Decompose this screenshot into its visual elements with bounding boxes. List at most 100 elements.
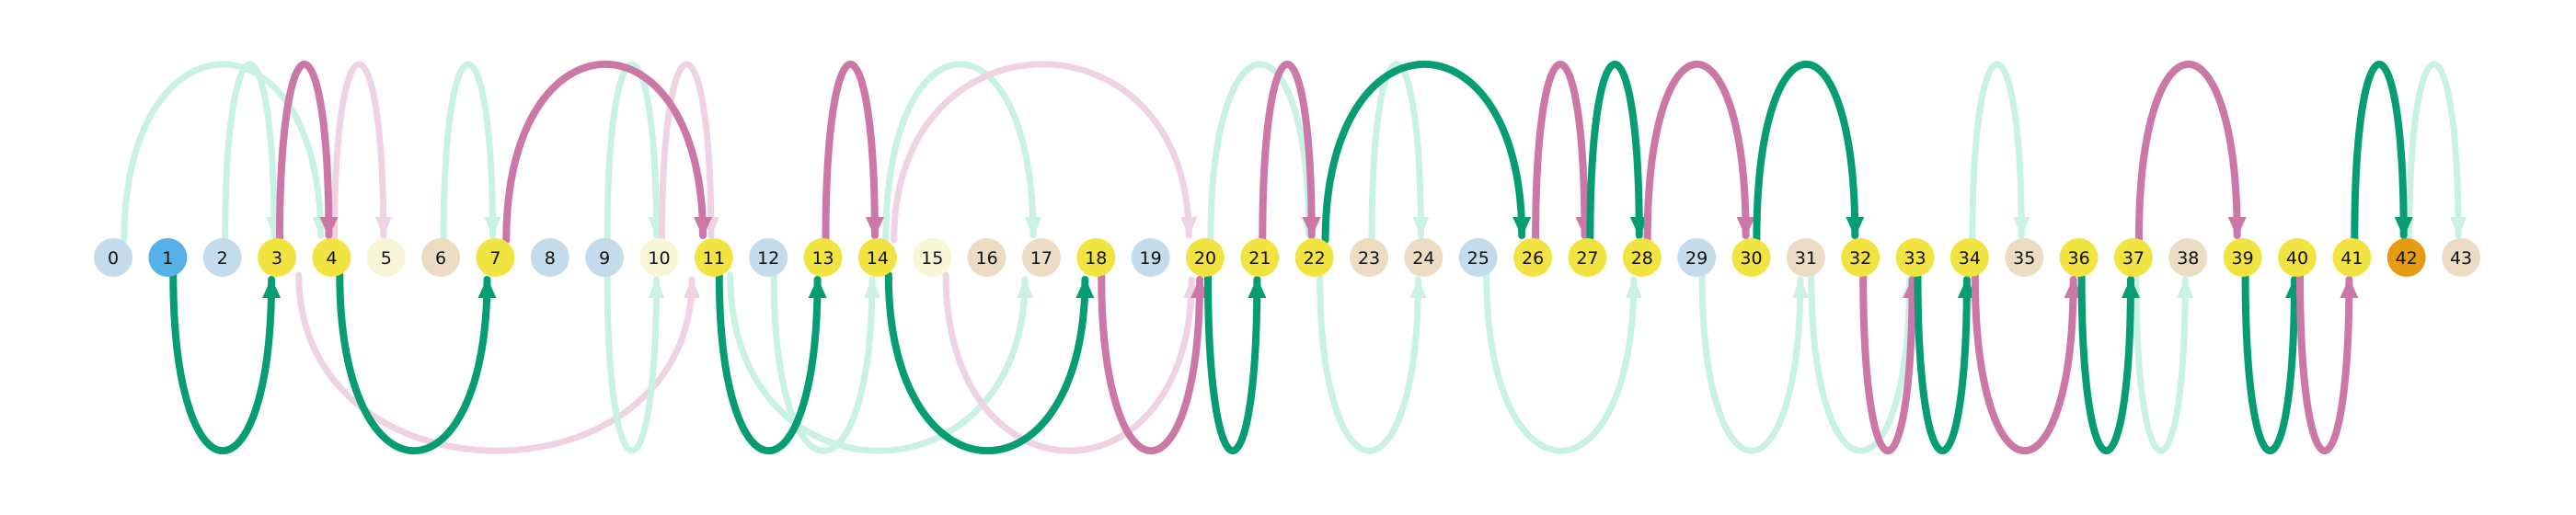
node-label: 3 <box>271 248 282 269</box>
node-label: 33 <box>1903 248 1926 269</box>
node-circle <box>1568 238 1607 277</box>
node-label: 36 <box>2068 248 2090 269</box>
edge-3-4 <box>276 60 339 244</box>
node-label: 23 <box>1358 248 1380 269</box>
node-circle <box>749 238 788 277</box>
node-label: 11 <box>703 248 725 269</box>
node-8: 8 <box>530 238 569 277</box>
node-circle <box>2113 238 2153 277</box>
edge-18-20 <box>1098 271 1210 454</box>
node-circle <box>366 238 406 277</box>
node-label: 2 <box>217 248 228 269</box>
edge-arc <box>1969 61 2025 244</box>
node-31: 31 <box>1786 238 1825 277</box>
node-42: 42 <box>2386 238 2426 277</box>
edge-arc <box>295 271 696 454</box>
edge-arc <box>440 61 496 244</box>
node-label: 35 <box>2013 248 2035 269</box>
node-30: 30 <box>1731 238 1771 277</box>
node-32: 32 <box>1841 238 1880 277</box>
edge-11-13 <box>715 271 827 454</box>
edge-arc <box>604 61 660 244</box>
node-38: 38 <box>2168 238 2208 277</box>
node-20: 20 <box>1186 238 1225 277</box>
arrowhead-icon <box>2227 217 2247 237</box>
edge-32-33 <box>1859 271 1922 455</box>
node-circle <box>530 238 569 277</box>
node-circle <box>694 238 733 277</box>
node-label: 34 <box>1959 248 1981 269</box>
node-circle <box>1677 238 1717 277</box>
edge-arc <box>1483 271 1638 454</box>
node-circle <box>2059 238 2099 277</box>
node-label: 43 <box>2450 248 2472 269</box>
node-circle <box>1021 238 1061 277</box>
edge-9-10 <box>604 271 665 454</box>
edge-arc <box>169 271 276 454</box>
arrowhead-icon <box>1409 278 1427 298</box>
edge-20-21 <box>1204 271 1267 455</box>
node-label: 30 <box>1740 248 1762 269</box>
edge-42-43 <box>2406 61 2467 244</box>
node-circle <box>1294 238 1334 277</box>
arrowhead-icon <box>477 278 497 298</box>
arrowhead-icon <box>684 278 701 298</box>
node-label: 29 <box>1685 248 1708 269</box>
edge-arc <box>2351 60 2408 244</box>
edge-30-32 <box>1753 61 1865 244</box>
edge-arc <box>659 61 715 244</box>
node-40: 40 <box>2278 238 2317 277</box>
arrowhead-icon <box>1025 217 1041 237</box>
edge-28-30 <box>1643 61 1755 244</box>
node-label: 32 <box>1849 248 1871 269</box>
edge-29-31 <box>1698 271 1809 454</box>
node-label: 25 <box>1467 248 1489 269</box>
arrowhead-icon <box>1625 278 1642 298</box>
node-label: 1 <box>162 248 173 269</box>
node-circle <box>2386 238 2426 277</box>
node-circle <box>1131 238 1170 277</box>
arrowhead-icon <box>1180 217 1198 237</box>
node-29: 29 <box>1677 238 1717 277</box>
node-circle <box>476 238 515 277</box>
node-27: 27 <box>1568 238 1607 277</box>
node-circle <box>913 238 952 277</box>
node-label: 41 <box>2340 248 2363 269</box>
edge-34-35 <box>1969 61 2030 244</box>
node-circle <box>1076 238 1116 277</box>
node-24: 24 <box>1404 238 1443 277</box>
edge-arc <box>1753 61 1859 244</box>
edge-arc <box>1859 271 1916 455</box>
node-11: 11 <box>694 238 733 277</box>
edge-arc <box>2406 61 2462 244</box>
node-12: 12 <box>749 238 788 277</box>
node-circle <box>421 238 461 277</box>
arrowhead-icon <box>1017 278 1034 298</box>
node-33: 33 <box>1895 238 1935 277</box>
node-0: 0 <box>94 238 132 277</box>
edge-arc <box>121 61 324 244</box>
node-circle <box>1622 238 1662 277</box>
arrowhead-icon <box>484 217 501 237</box>
arrowhead-icon <box>2394 217 2413 237</box>
node-17: 17 <box>1021 238 1061 277</box>
arrowhead-icon <box>1791 278 1809 298</box>
node-36: 36 <box>2059 238 2099 277</box>
node-circle <box>1895 238 1935 277</box>
edge-40-41 <box>2296 271 2359 455</box>
node-circle <box>803 238 843 277</box>
arrowhead-icon <box>2177 278 2194 298</box>
edge-arc <box>2241 271 2298 455</box>
node-21: 21 <box>1240 238 1280 277</box>
edge-4-7 <box>336 271 497 455</box>
node-16: 16 <box>967 238 1006 277</box>
node-circle <box>148 238 188 277</box>
arrowhead-icon <box>2013 217 2030 237</box>
edge-arc <box>1698 271 1804 454</box>
edge-arc <box>2077 271 2134 455</box>
node-circle <box>312 238 351 277</box>
edge-13-14 <box>822 60 884 244</box>
edge-arc <box>715 271 822 454</box>
edge-22-26 <box>1321 61 1532 244</box>
arrowhead-icon <box>319 217 339 237</box>
